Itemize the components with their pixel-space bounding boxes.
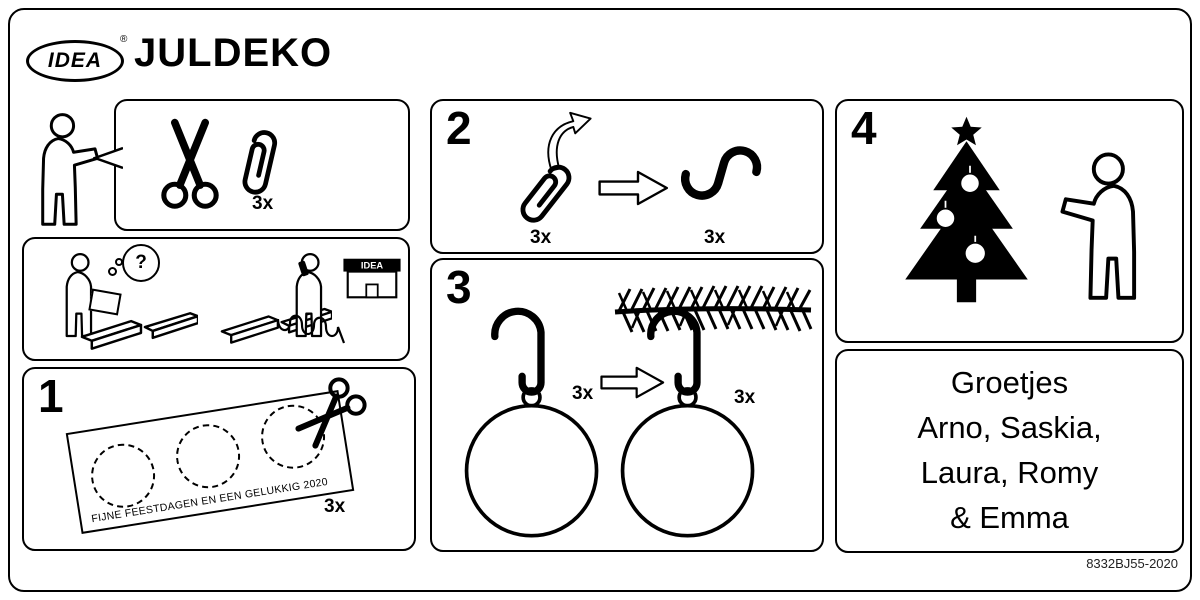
greeting-line: & Emma bbox=[950, 499, 1069, 535]
brand-logo: IDEA bbox=[26, 40, 124, 82]
tools-panel: 3x bbox=[114, 99, 410, 231]
person-presenting-icon bbox=[22, 112, 108, 232]
greeting-line: Groetjes bbox=[950, 365, 1069, 401]
store-sign-text: IDEA bbox=[361, 261, 383, 271]
bauble-icon bbox=[963, 241, 987, 265]
hook-bauble-on-branch-icon bbox=[613, 282, 760, 542]
step3-quantity-before: 3x bbox=[572, 383, 594, 404]
step2-quantity-before: 3x bbox=[530, 227, 552, 248]
step2-panel: 2 3x 3x bbox=[430, 99, 824, 254]
help-panel: ? IDEA bbox=[22, 237, 410, 361]
step1-panel: 1 FIJNE FEESTDAGEN EN EEN GELUKKIG 2020 … bbox=[22, 367, 416, 551]
registered-mark: ® bbox=[120, 34, 128, 45]
question-mark: ? bbox=[135, 252, 147, 273]
step3-number: 3 bbox=[446, 261, 472, 313]
greeting-panel: Groetjes Arno, Saskia, Laura, Romy & Emm… bbox=[835, 349, 1184, 553]
step2-number: 2 bbox=[446, 102, 472, 154]
step3-quantity-after: 3x bbox=[734, 387, 756, 408]
brand-logo-text: IDEA bbox=[47, 49, 103, 72]
step1-number: 1 bbox=[38, 370, 64, 422]
greeting-line: Arno, Saskia, bbox=[917, 410, 1102, 446]
step3-panel: 3 3x 3x bbox=[430, 258, 824, 552]
step1-quantity: 3x bbox=[324, 496, 346, 517]
scissors-icon bbox=[152, 117, 228, 211]
star-icon bbox=[951, 116, 982, 146]
product-title: JULDEKO bbox=[134, 31, 333, 75]
greeting-line: Laura, Romy bbox=[920, 455, 1099, 490]
step4-panel: 4 bbox=[835, 99, 1184, 343]
s-hook-icon bbox=[670, 121, 785, 228]
question-bubble: ? bbox=[122, 244, 160, 282]
thought-dot-icon bbox=[108, 267, 117, 276]
cutout-circle-icon bbox=[86, 439, 160, 513]
step4-number: 4 bbox=[851, 102, 877, 154]
tools-quantity: 3x bbox=[252, 193, 274, 214]
person-decorating-icon bbox=[1049, 151, 1161, 308]
bauble-icon bbox=[959, 172, 981, 194]
step2-quantity-after: 3x bbox=[704, 227, 726, 248]
store-icon: IDEA bbox=[343, 258, 401, 299]
hook-bauble-icon bbox=[457, 282, 604, 542]
cutout-circle-icon bbox=[171, 419, 245, 493]
document-code: 8332BJ55-2020 bbox=[1086, 556, 1178, 571]
bauble-icon bbox=[935, 207, 956, 229]
christmas-tree-icon bbox=[905, 116, 1028, 303]
block-arrow-icon bbox=[598, 168, 670, 208]
phone-cord-icon bbox=[276, 314, 346, 344]
page-border bbox=[8, 8, 1192, 592]
wood-boards-icon bbox=[80, 305, 198, 351]
speech-tail-icon bbox=[93, 146, 123, 170]
pine-branch-icon bbox=[614, 285, 813, 333]
